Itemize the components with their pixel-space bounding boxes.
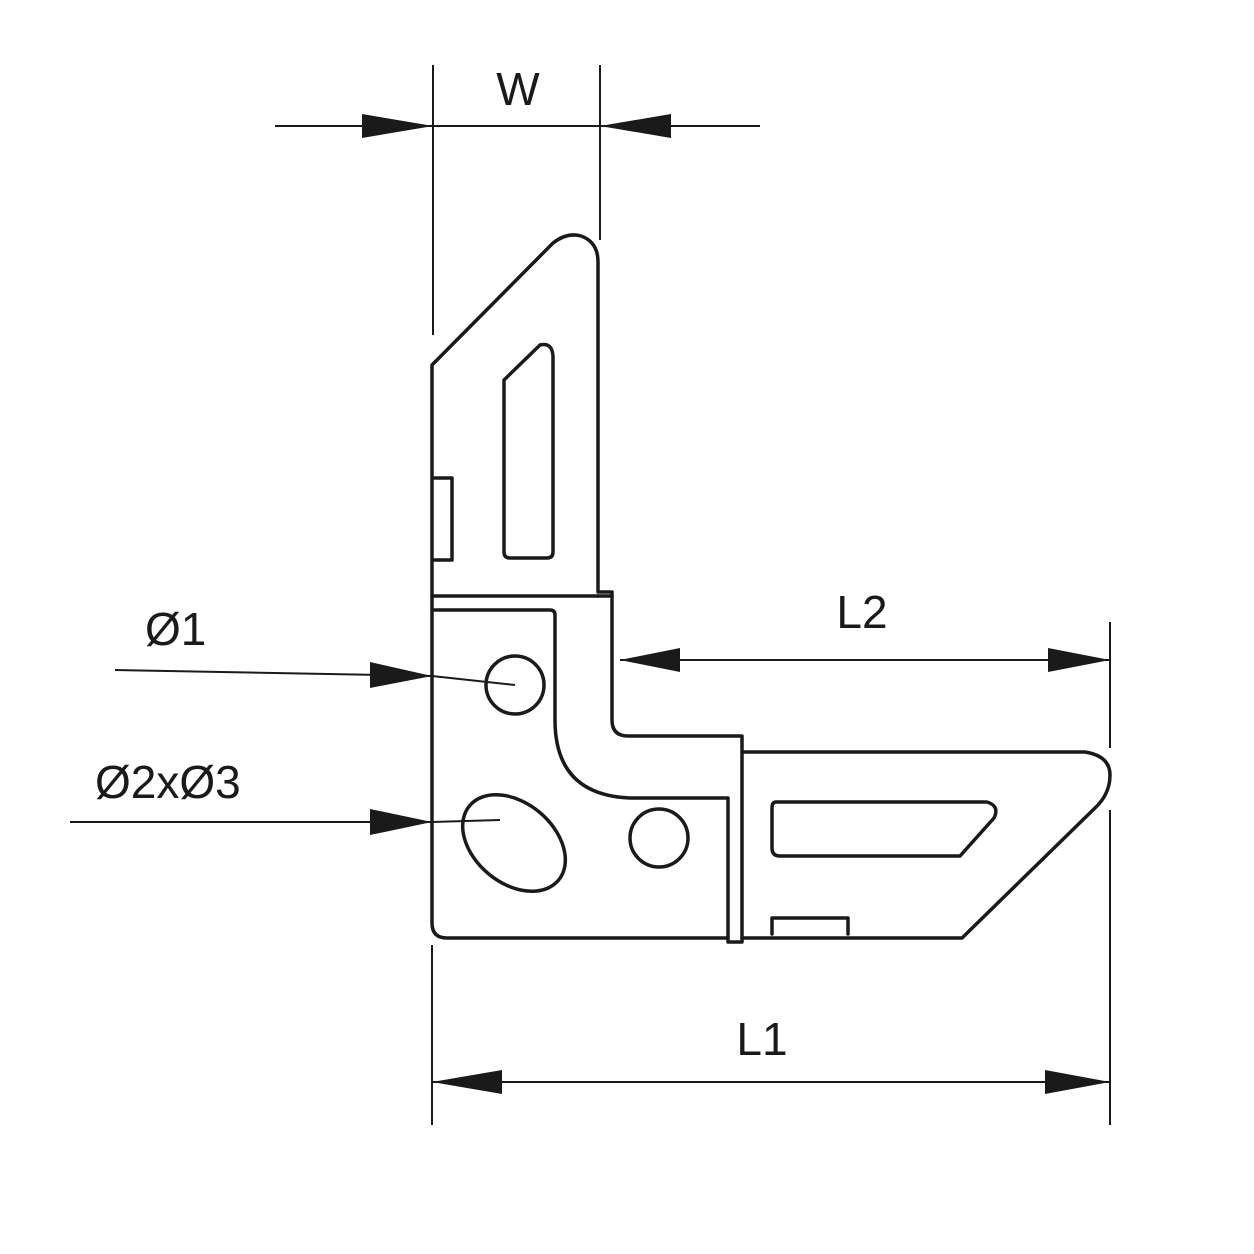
l1-arrow-right [1045,1070,1110,1094]
leader-diameter-2x3: Ø2xØ3 [70,756,501,835]
d2x3-arrow [370,809,432,835]
hole-round [628,807,690,869]
l2-arrow-left [620,648,680,672]
horizontal-slot [770,800,998,858]
horizontal-tab [770,916,850,936]
d1-leader-to-hole [431,675,516,686]
dimension-l1: L1 [431,810,1111,1125]
hole-oblong [460,792,568,894]
l1-label: L1 [736,1013,787,1065]
d1-arrow [370,662,432,688]
d2x3-label: Ø2xØ3 [95,756,241,808]
w-arrow-right [600,114,671,138]
corner-bracket [430,233,1112,944]
w-label: W [496,63,540,115]
d1-label: Ø1 [145,603,206,655]
d2x3-leader-to-hole [431,819,501,823]
l2-arrow-right [1048,648,1110,672]
vertical-tab [432,476,454,562]
leader-diameter-1: Ø1 [114,603,516,688]
vertical-slot [502,342,555,560]
hole-diameter-1 [484,654,546,716]
dimension-w: W [275,63,760,335]
w-arrow-left [362,114,433,138]
l1-arrow-left [432,1070,502,1094]
dimension-l2: L2 [620,586,1111,748]
inner-square-block [430,608,730,940]
l2-label: L2 [836,586,887,638]
